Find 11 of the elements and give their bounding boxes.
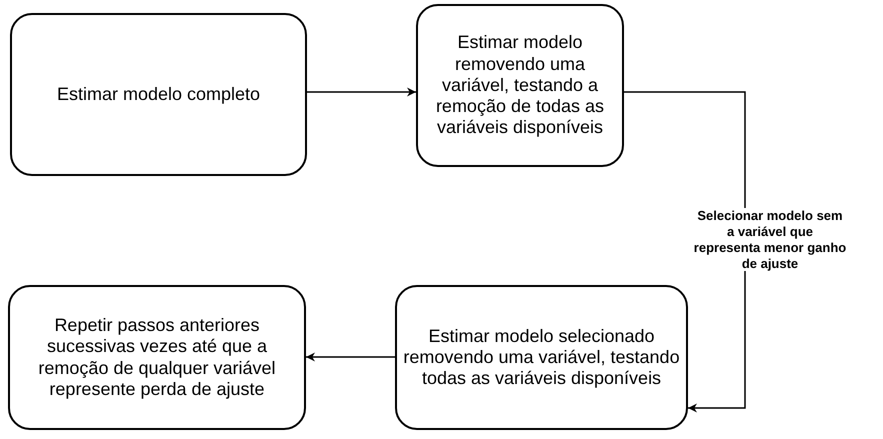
process-box: [8, 285, 306, 430]
box-text: Estimar modelo completo: [56, 84, 260, 106]
box-text: Estimar modelo removendo uma variável, testando a remoção de todas as variáveis disponíveis: [434, 32, 606, 139]
edge-label: Selecionar modelo sem a variável que representa menor ganho de ajuste: [692, 208, 848, 272]
arrow: [307, 88, 416, 96]
box-text: Repetir passos anteriores sucessivas vezes até que a remoção de qualquer variável represente perda de ajuste: [37, 315, 277, 400]
process-box: [10, 13, 307, 176]
process-box: [416, 4, 624, 167]
process-box: [395, 285, 688, 430]
arrow: [306, 352, 395, 362]
box-text: Estimar modelo selecionado removendo uma variável, testando todas as variáveis disponíveis: [403, 326, 680, 390]
